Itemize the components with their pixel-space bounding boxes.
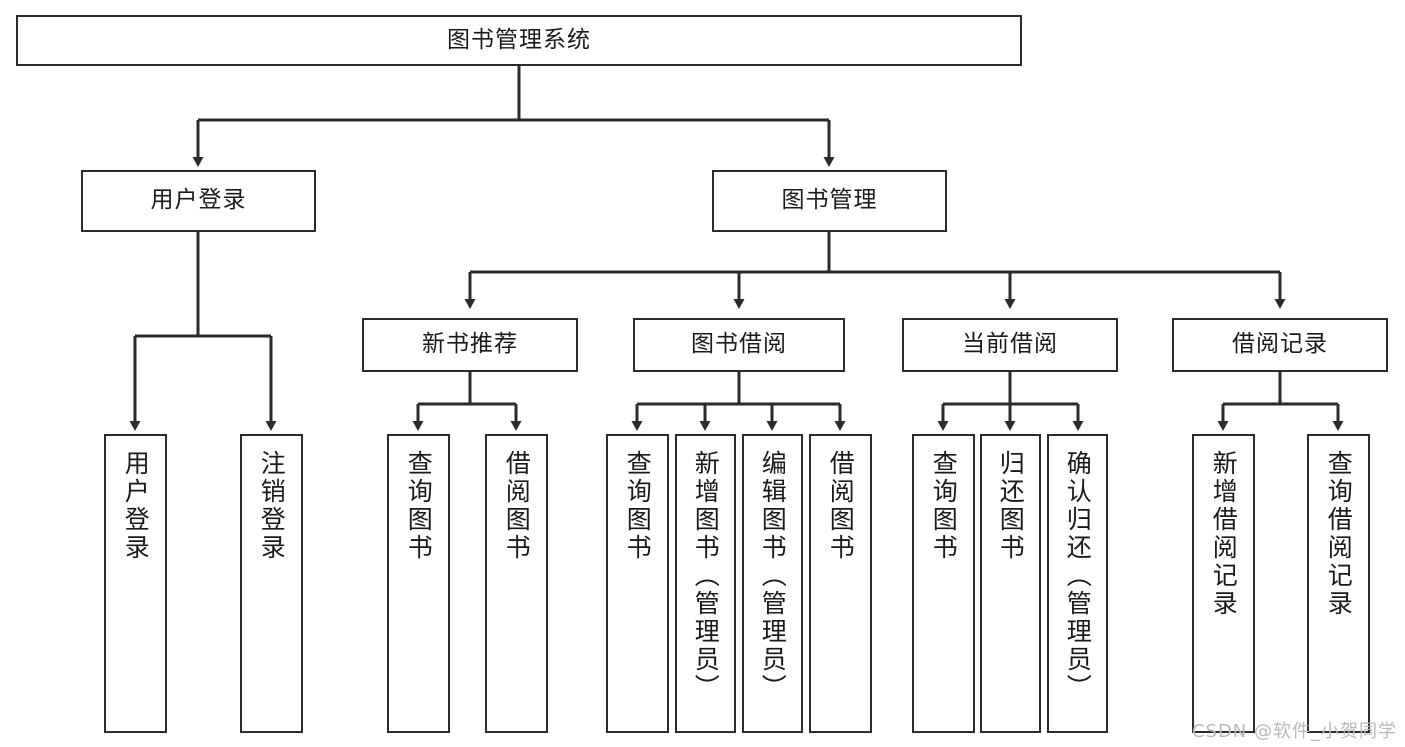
node-current-borrow[interactable]: 当前借阅 xyxy=(902,318,1118,372)
node-leaf-user-login-label: 用户登录 xyxy=(121,450,151,562)
node-new-book-recommend-label: 新书推荐 xyxy=(422,331,518,358)
node-leaf-add-record[interactable]: 新增借阅记录 xyxy=(1192,434,1255,733)
node-book-manage-label: 图书管理 xyxy=(781,187,878,214)
node-leaf-edit-book-label: 编辑图书（管理员） xyxy=(758,450,788,702)
node-leaf-borrow-book-1-label: 借阅图书 xyxy=(502,450,532,562)
watermark: CSDN @软件_小贺同学 xyxy=(1191,721,1397,742)
node-leaf-add-record-label: 新增借阅记录 xyxy=(1209,450,1239,618)
node-leaf-return-book-label: 归还图书 xyxy=(996,450,1026,562)
node-book-manage[interactable]: 图书管理 xyxy=(712,170,947,232)
node-root[interactable]: 图书管理系统 xyxy=(16,15,1022,66)
node-leaf-query-book-3[interactable]: 查询图书 xyxy=(912,434,975,733)
node-user-login-label: 用户登录 xyxy=(150,187,247,214)
node-leaf-query-record-label: 查询借阅记录 xyxy=(1324,450,1354,618)
node-leaf-query-book-3-label: 查询图书 xyxy=(929,450,959,562)
node-borrow-record-label: 借阅记录 xyxy=(1232,331,1328,358)
node-leaf-edit-book[interactable]: 编辑图书（管理员） xyxy=(742,434,803,733)
node-leaf-query-record[interactable]: 查询借阅记录 xyxy=(1307,434,1370,733)
node-user-login[interactable]: 用户登录 xyxy=(81,170,316,232)
node-leaf-borrow-book-1[interactable]: 借阅图书 xyxy=(485,434,548,733)
node-new-book-recommend[interactable]: 新书推荐 xyxy=(362,318,578,372)
node-root-label: 图书管理系统 xyxy=(447,26,591,53)
node-leaf-user-login[interactable]: 用户登录 xyxy=(104,434,167,733)
node-leaf-query-book-1[interactable]: 查询图书 xyxy=(387,434,450,733)
node-current-borrow-label: 当前借阅 xyxy=(962,331,1058,358)
node-leaf-query-book-1-label: 查询图书 xyxy=(404,450,434,562)
node-book-borrow-label: 图书借阅 xyxy=(691,331,787,358)
node-leaf-add-book[interactable]: 新增图书（管理员） xyxy=(675,434,736,733)
node-leaf-borrow-book-2[interactable]: 借阅图书 xyxy=(809,434,872,733)
node-book-borrow[interactable]: 图书借阅 xyxy=(633,318,845,372)
node-leaf-confirm-return-label: 确认归还（管理员） xyxy=(1063,450,1093,702)
node-leaf-logout-login-label: 注销登录 xyxy=(257,450,287,562)
node-leaf-return-book[interactable]: 归还图书 xyxy=(980,434,1041,733)
node-leaf-confirm-return[interactable]: 确认归还（管理员） xyxy=(1047,434,1108,733)
node-leaf-borrow-book-2-label: 借阅图书 xyxy=(826,450,856,562)
node-borrow-record[interactable]: 借阅记录 xyxy=(1172,318,1388,372)
node-leaf-query-book-2-label: 查询图书 xyxy=(623,450,653,562)
node-leaf-add-book-label: 新增图书（管理员） xyxy=(691,450,721,702)
node-leaf-query-book-2[interactable]: 查询图书 xyxy=(606,434,669,733)
node-leaf-logout-login[interactable]: 注销登录 xyxy=(240,434,303,733)
